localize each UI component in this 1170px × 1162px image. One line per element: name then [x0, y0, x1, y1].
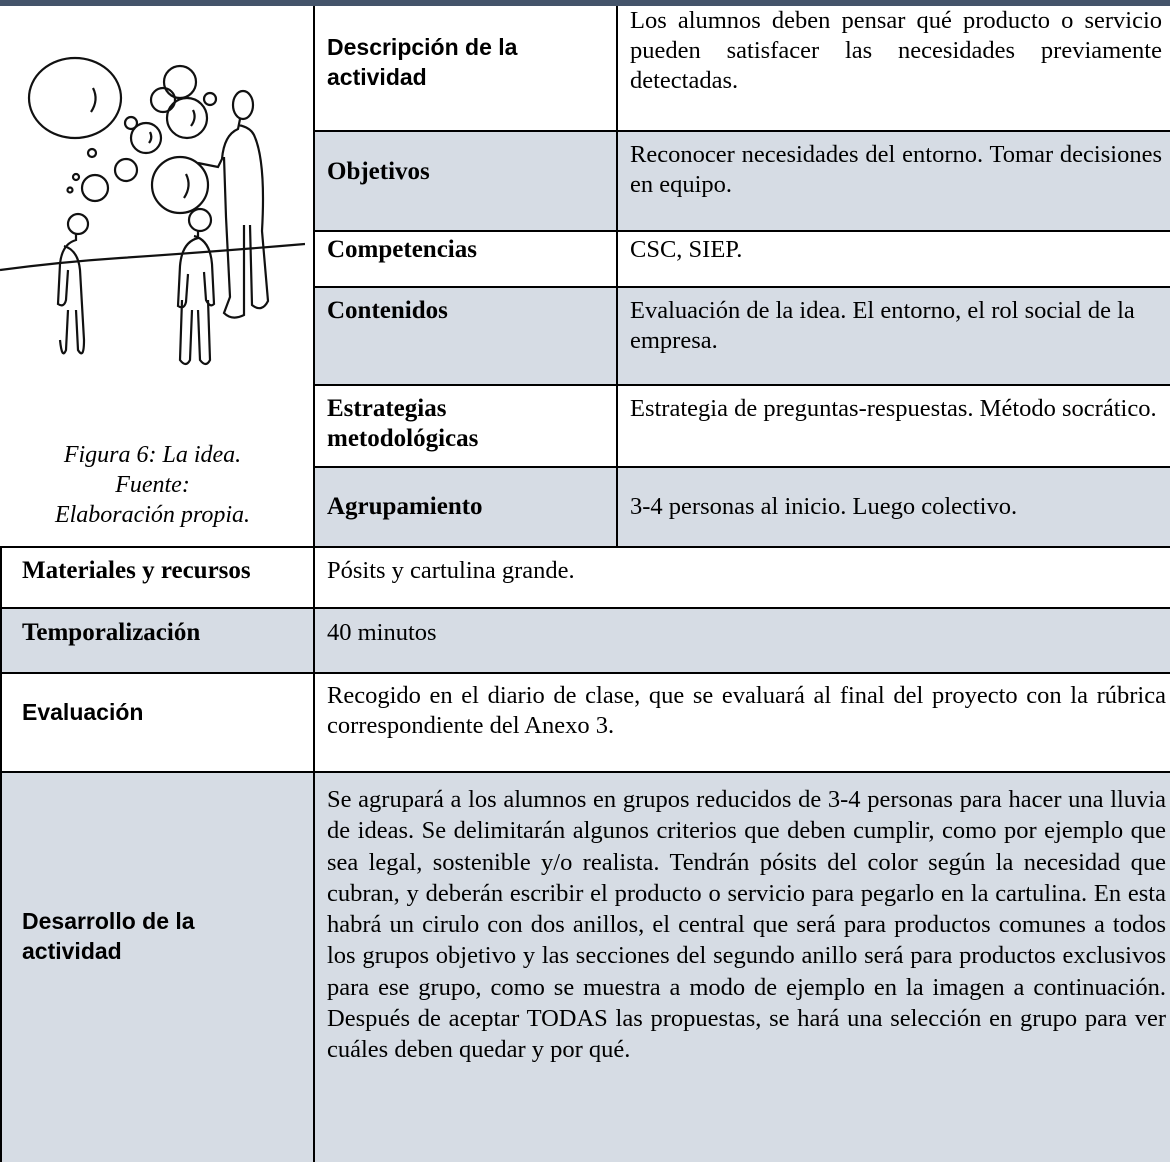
row-descripcion-label: Descripción de la actividad [315, 6, 618, 131]
estrategias-label: Estrategias metodológicas [327, 394, 478, 454]
divider-row-9 [0, 771, 1170, 773]
materiales-label: Materiales y recursos [22, 557, 251, 584]
estrategias-value: Estrategia de preguntas-respuestas. Méto… [630, 395, 1157, 422]
temporalizacion-value: 40 minutos [327, 619, 437, 646]
agrupamiento-label: Agrupamiento [327, 493, 483, 520]
divider-row-5 [313, 466, 1170, 468]
evaluacion-value: Recogido en el diario de clase, que se e… [327, 682, 1166, 739]
objetivos-label: Objetivos [327, 158, 430, 185]
desarrollo-label-line-2: actividad [22, 938, 122, 964]
competencias-value: CSC, SIEP. [630, 236, 743, 263]
agrupamiento-value: 3-4 personas al inicio. Luego colectivo. [630, 493, 1018, 520]
divider-row-3 [313, 286, 1170, 288]
competencias-label: Competencias [327, 236, 477, 263]
objetivos-value: Reconocer necesidades del entorno. Tomar… [630, 141, 1162, 198]
caption-line-3: Elaboración propia. [54, 502, 251, 528]
row-descripcion-value: Los alumnos deben pensar qué producto o … [630, 7, 1162, 94]
estrategias-label-line-1: Estrategias [327, 395, 447, 422]
desarrollo-label-line-1: Desarrollo de la [22, 908, 195, 934]
row-agrupamiento-bg [315, 467, 1170, 547]
temporalizacion-label: Temporalización [22, 619, 201, 646]
divider-row-8 [0, 672, 1170, 674]
figure-caption: Figura 6: La idea. Fuente: Elaboración p… [0, 440, 305, 530]
divider-row-6 [0, 546, 1170, 548]
row-objetivos-bg [315, 131, 1170, 231]
bubbles-illustration [0, 56, 305, 366]
divider-row-1 [313, 130, 1170, 132]
descripcion-label-line-2: actividad [327, 64, 427, 90]
divider-row-2 [313, 230, 1170, 232]
materiales-value: Pósits y cartulina grande. [327, 557, 575, 584]
desarrollo-label: Desarrollo de la actividad [22, 906, 195, 966]
divider-row-4 [313, 384, 1170, 386]
caption-line-1: Figura 6: La idea. [63, 442, 242, 468]
caption-line-2: Fuente: [115, 472, 190, 498]
evaluacion-label: Evaluación [22, 699, 144, 725]
contenidos-value: Evaluación de la idea. El entorno, el ro… [630, 297, 1135, 354]
header-bar [0, 0, 1170, 6]
row-temporalizacion-bg [0, 608, 1170, 673]
row-contenidos-bg [315, 287, 1170, 385]
contenidos-label: Contenidos [327, 297, 448, 324]
divider-left-edge [0, 546, 2, 1162]
divider-row-7 [0, 607, 1170, 609]
row-desarrollo-bg [0, 772, 1170, 1162]
estrategias-label-line-2: metodológicas [327, 425, 479, 452]
desarrollo-value: Se agrupará a los alumnos en grupos redu… [327, 786, 1166, 1064]
divider-col-main [313, 6, 315, 1162]
descripcion-label-line-1: Descripción de la [327, 34, 518, 60]
divider-col-top [616, 6, 618, 547]
